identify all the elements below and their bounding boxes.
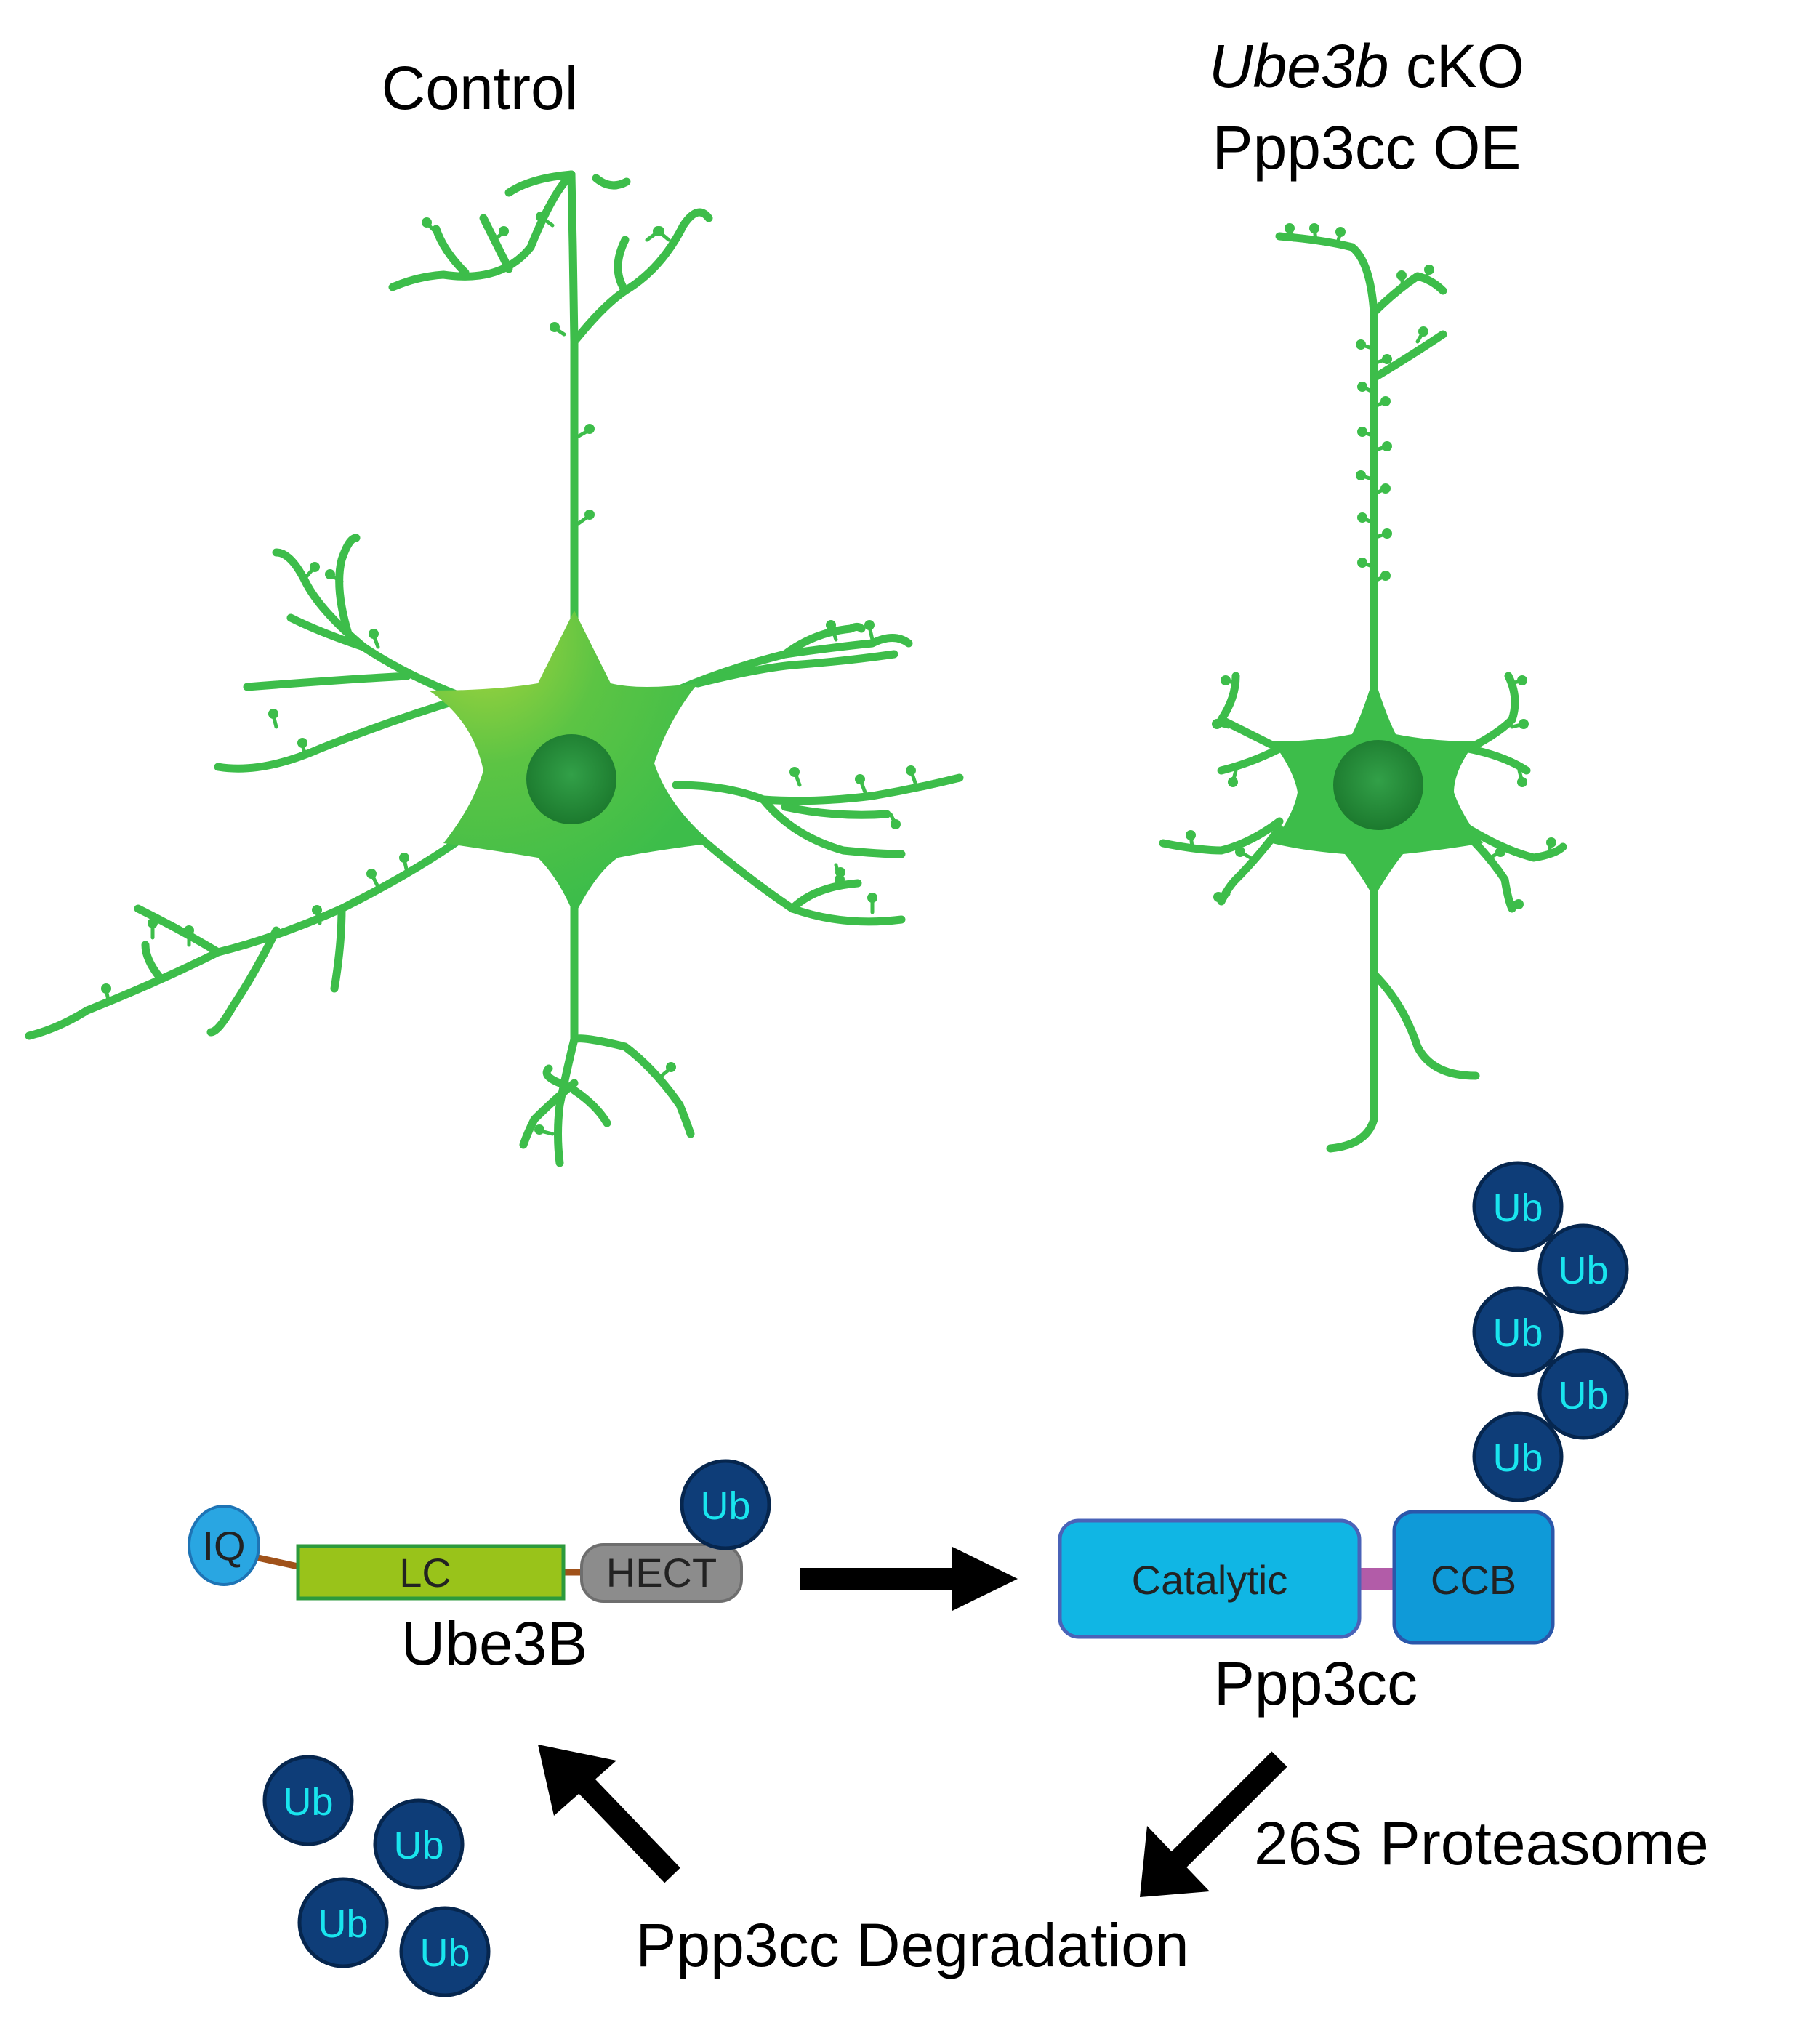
ppp3cc-protein: Catalytic CCB Ppp3cc	[1058, 1510, 1555, 1718]
lc-label: LC	[399, 1550, 451, 1596]
control-neuron	[25, 170, 964, 1167]
hect-ubiquitin: Ub	[680, 1459, 771, 1550]
chain-ub-1-label: Ub	[1492, 1186, 1543, 1230]
ppp3cc-linker	[1359, 1568, 1396, 1590]
free-ub-2-label: Ub	[393, 1824, 443, 1867]
lc-domain	[296, 1544, 566, 1601]
chain-ub-2: Ub	[1537, 1223, 1629, 1315]
chain-ub-2-label: Ub	[1558, 1249, 1608, 1292]
ko-nucleus	[1333, 740, 1423, 830]
catalytic-domain	[1058, 1518, 1362, 1639]
ko-gene-name: Ube3b	[1209, 32, 1389, 100]
chain-ub-5-label: Ub	[1492, 1436, 1543, 1480]
chain-ub-4: Ub	[1537, 1348, 1629, 1440]
chain-ub-3-label: Ub	[1492, 1311, 1543, 1355]
ube3b-linker-left	[257, 1554, 299, 1570]
free-ub-1: Ub	[262, 1755, 354, 1846]
iq-label: IQ	[202, 1523, 245, 1569]
free-ub-4-label: Ub	[419, 1931, 470, 1975]
ko-genotype: cKO	[1388, 32, 1524, 100]
ccb-domain	[1392, 1510, 1555, 1645]
chain-ub-4-label: Ub	[1558, 1374, 1608, 1417]
ko-neuron	[1159, 223, 1567, 1153]
free-ubiquitins: Ub Ub Ub Ub	[262, 1755, 491, 1997]
hect-domain	[580, 1543, 743, 1603]
iq-domain	[188, 1505, 260, 1586]
free-ub-2: Ub	[373, 1798, 465, 1890]
arrow-ube3b-to-ppp3cc	[800, 1547, 1018, 1611]
degradation-label: Ppp3cc Degradation	[635, 1911, 1189, 1979]
ko-title-line2: Ppp3cc OE	[1213, 113, 1521, 182]
control-title: Control	[382, 54, 579, 122]
polyubiquitin-chain: Ub Ub Ub Ub Ub	[1472, 1161, 1629, 1502]
chain-ub-1: Ub	[1472, 1161, 1564, 1252]
proteasome-label: 26S Proteasome	[1254, 1809, 1709, 1878]
free-ub-3: Ub	[297, 1877, 389, 1968]
free-ub-1-label: Ub	[283, 1780, 333, 1824]
chain-ub-3: Ub	[1472, 1286, 1564, 1377]
ppp3cc-name: Ppp3cc	[1214, 1649, 1418, 1718]
control-nucleus	[526, 734, 616, 824]
ube3b-protein: IQ LC HECT Ube3B	[188, 1505, 743, 1678]
catalytic-label: Catalytic	[1132, 1557, 1288, 1603]
arrow-to-degradation	[1140, 1751, 1287, 1897]
ko-title-line1: Ube3b cKO	[1209, 32, 1524, 100]
ube3b-name: Ube3B	[401, 1609, 588, 1678]
ccb-label: CCB	[1431, 1557, 1516, 1603]
arrow-to-ube3b	[538, 1745, 680, 1883]
hect-ub-label: Ub	[700, 1484, 750, 1528]
hect-label: HECT	[606, 1550, 717, 1596]
free-ub-4: Ub	[399, 1906, 491, 1997]
chain-ub-5: Ub	[1472, 1411, 1564, 1502]
free-ub-3-label: Ub	[318, 1902, 368, 1946]
